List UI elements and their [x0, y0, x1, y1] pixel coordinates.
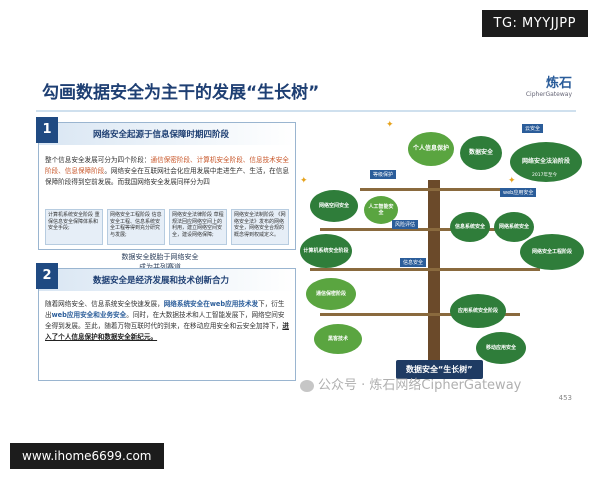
law-year: 2017年至今 [532, 173, 557, 178]
section-2-p2-bold: web应用安全和业务安全 [51, 311, 127, 319]
section-1: 1 网络安全起源于信息保障时期四阶段 整个信息安全发展可分为四个阶段：通信保密阶… [36, 117, 296, 250]
tree-branch [320, 313, 520, 316]
transition-text: 数据安全脱胎于网络安全 成为并列赛道 [60, 252, 260, 272]
section-2-title: 数据安全是经济发展和技术创新合力 [93, 276, 230, 286]
section-2-p1: 随着网络安全、信息系统安全快速发展， [45, 300, 164, 308]
tree-caption: 数据安全“生长树” [396, 360, 483, 379]
section-1-body-prefix: 整个信息安全发展可分为四个阶段： [45, 156, 151, 164]
tree-branch [310, 268, 540, 271]
section-2-number: 2 [36, 263, 58, 289]
crown-law-phase: 网络安全法治阶段 [510, 142, 582, 182]
crown-app-phase: 应用系统安全阶段 [450, 294, 506, 328]
crown-net-system: 网络系统安全 [494, 212, 534, 242]
crown-eng-phase: 网络安全工程阶段 [520, 234, 584, 270]
web-security-tag: web应用安全 [500, 188, 537, 197]
crown-hacker: 黑客技术 [314, 324, 362, 354]
section-2-p1-bold: 网络系统安全在web应用技术发 [163, 300, 259, 308]
bee-icon: ✦ [300, 176, 308, 186]
crown-pc-phase: 计算机系统安全阶段 [300, 234, 352, 268]
tree-branch [320, 228, 520, 231]
section-2-conclusion: 进入了个人信息保护和数据安全新纪元。 [45, 322, 289, 341]
crown-comm-phase: 通信保密阶段 [306, 278, 356, 310]
page-number: 453 [558, 394, 572, 402]
crown-personal-info: 个人信息保护 [408, 132, 454, 166]
section-2-p2-rest: 。同时，在大数据技术和人工智能发展下，网络空间安全得到发展。至此，随着万物互联时… [45, 311, 285, 330]
transition-line-2: 成为并列赛道 [139, 263, 181, 271]
section-2: 2 数据安全是经济发展和技术创新合力 随着网络安全、信息系统安全快速发展，网络系… [36, 263, 296, 381]
bottom-watermark: www.ihome6699.com [10, 443, 164, 469]
crown-data-security: 数据安全 [460, 136, 502, 170]
bee-icon: ✦ [386, 120, 394, 130]
title-divider [36, 110, 576, 112]
section-1-body: 整个信息安全发展可分为四个阶段：通信保密阶段、计算机安全阶段、信息技术安全阶段、… [45, 155, 289, 188]
wechat-watermark: 公众号 · 炼石网络CipherGateway [300, 374, 521, 393]
section-1-body-rest: 。网络安全在互联网社会化应用发展中走进生产、生活，在信息保障阶段得到空前发展。而… [45, 167, 289, 186]
company-logo: 炼石 CipherGateway [526, 72, 572, 98]
section-2-header [39, 269, 295, 291]
crown-space-security: 网络空间安全 [310, 190, 358, 222]
section-1-body-highlight: 通信保密阶段、计算机安全阶段、信息技术安全阶段、信息保障阶段 [45, 156, 289, 175]
top-watermark: TG: MYYJJPP [481, 10, 588, 37]
tree-trunk [428, 180, 440, 370]
transition-line-1: 数据安全脱胎于网络安全 [121, 253, 199, 261]
tag-infosec: 信息安全 [400, 258, 427, 267]
tag-risk: 风险评估 [392, 220, 419, 229]
growth-tree: 个人信息保护 数据安全 云安全 网络安全法治阶段 2017年至今 网络空间安全 … [300, 118, 590, 408]
phase-box: 网络安全工程阶段 信息安全工程、信息系统安全工程等得到充分研究与发展; [107, 209, 165, 245]
phase-box: 网络安全法制阶段 《网络安全法》发布的网络安全，网络安全合规的概念得到权威定义。 [231, 209, 289, 245]
tag-compliance: 等级保护 [370, 170, 397, 179]
crown-info-system: 信息系统安全 [450, 212, 490, 242]
wechat-icon [300, 379, 314, 392]
bee-icon: ✦ [508, 176, 516, 186]
section-1-header [39, 123, 295, 145]
phase-box: 计算机系统安全阶段 重保信息安全保障体系和安全手段; [45, 209, 103, 245]
crown-cloud-tag: 云安全 [522, 124, 544, 133]
phase-box: 网络安全法律阶段 草程规法回应网络空间上的利用，建立网络空间安全，建设网络保障; [169, 209, 227, 245]
crown-mobile: 移动应用安全 [476, 332, 526, 364]
tree-branch [360, 188, 530, 191]
section-2-body: 随着网络安全、信息系统安全快速发展，网络系统安全在web应用技术发下，衍生出we… [45, 299, 289, 343]
logo-en: CipherGateway [525, 91, 572, 98]
crown-ai-security: 人工智能安全 [364, 196, 398, 224]
section-1-title: 网络安全起源于信息保障时期四阶段 [93, 130, 230, 140]
logo-cn: 炼石 [545, 76, 572, 91]
phase-row: 计算机系统安全阶段 重保信息安全保障体系和安全手段; 网络安全工程阶段 信息安全… [45, 209, 289, 245]
section-1-number: 1 [36, 117, 58, 143]
wechat-text: 公众号 · 炼石网络CipherGateway [318, 378, 522, 393]
section-2-p2-pre: 下，衍生出 [45, 300, 285, 319]
slide-title: 勾画数据安全为主干的发展“生长树” [42, 83, 320, 103]
